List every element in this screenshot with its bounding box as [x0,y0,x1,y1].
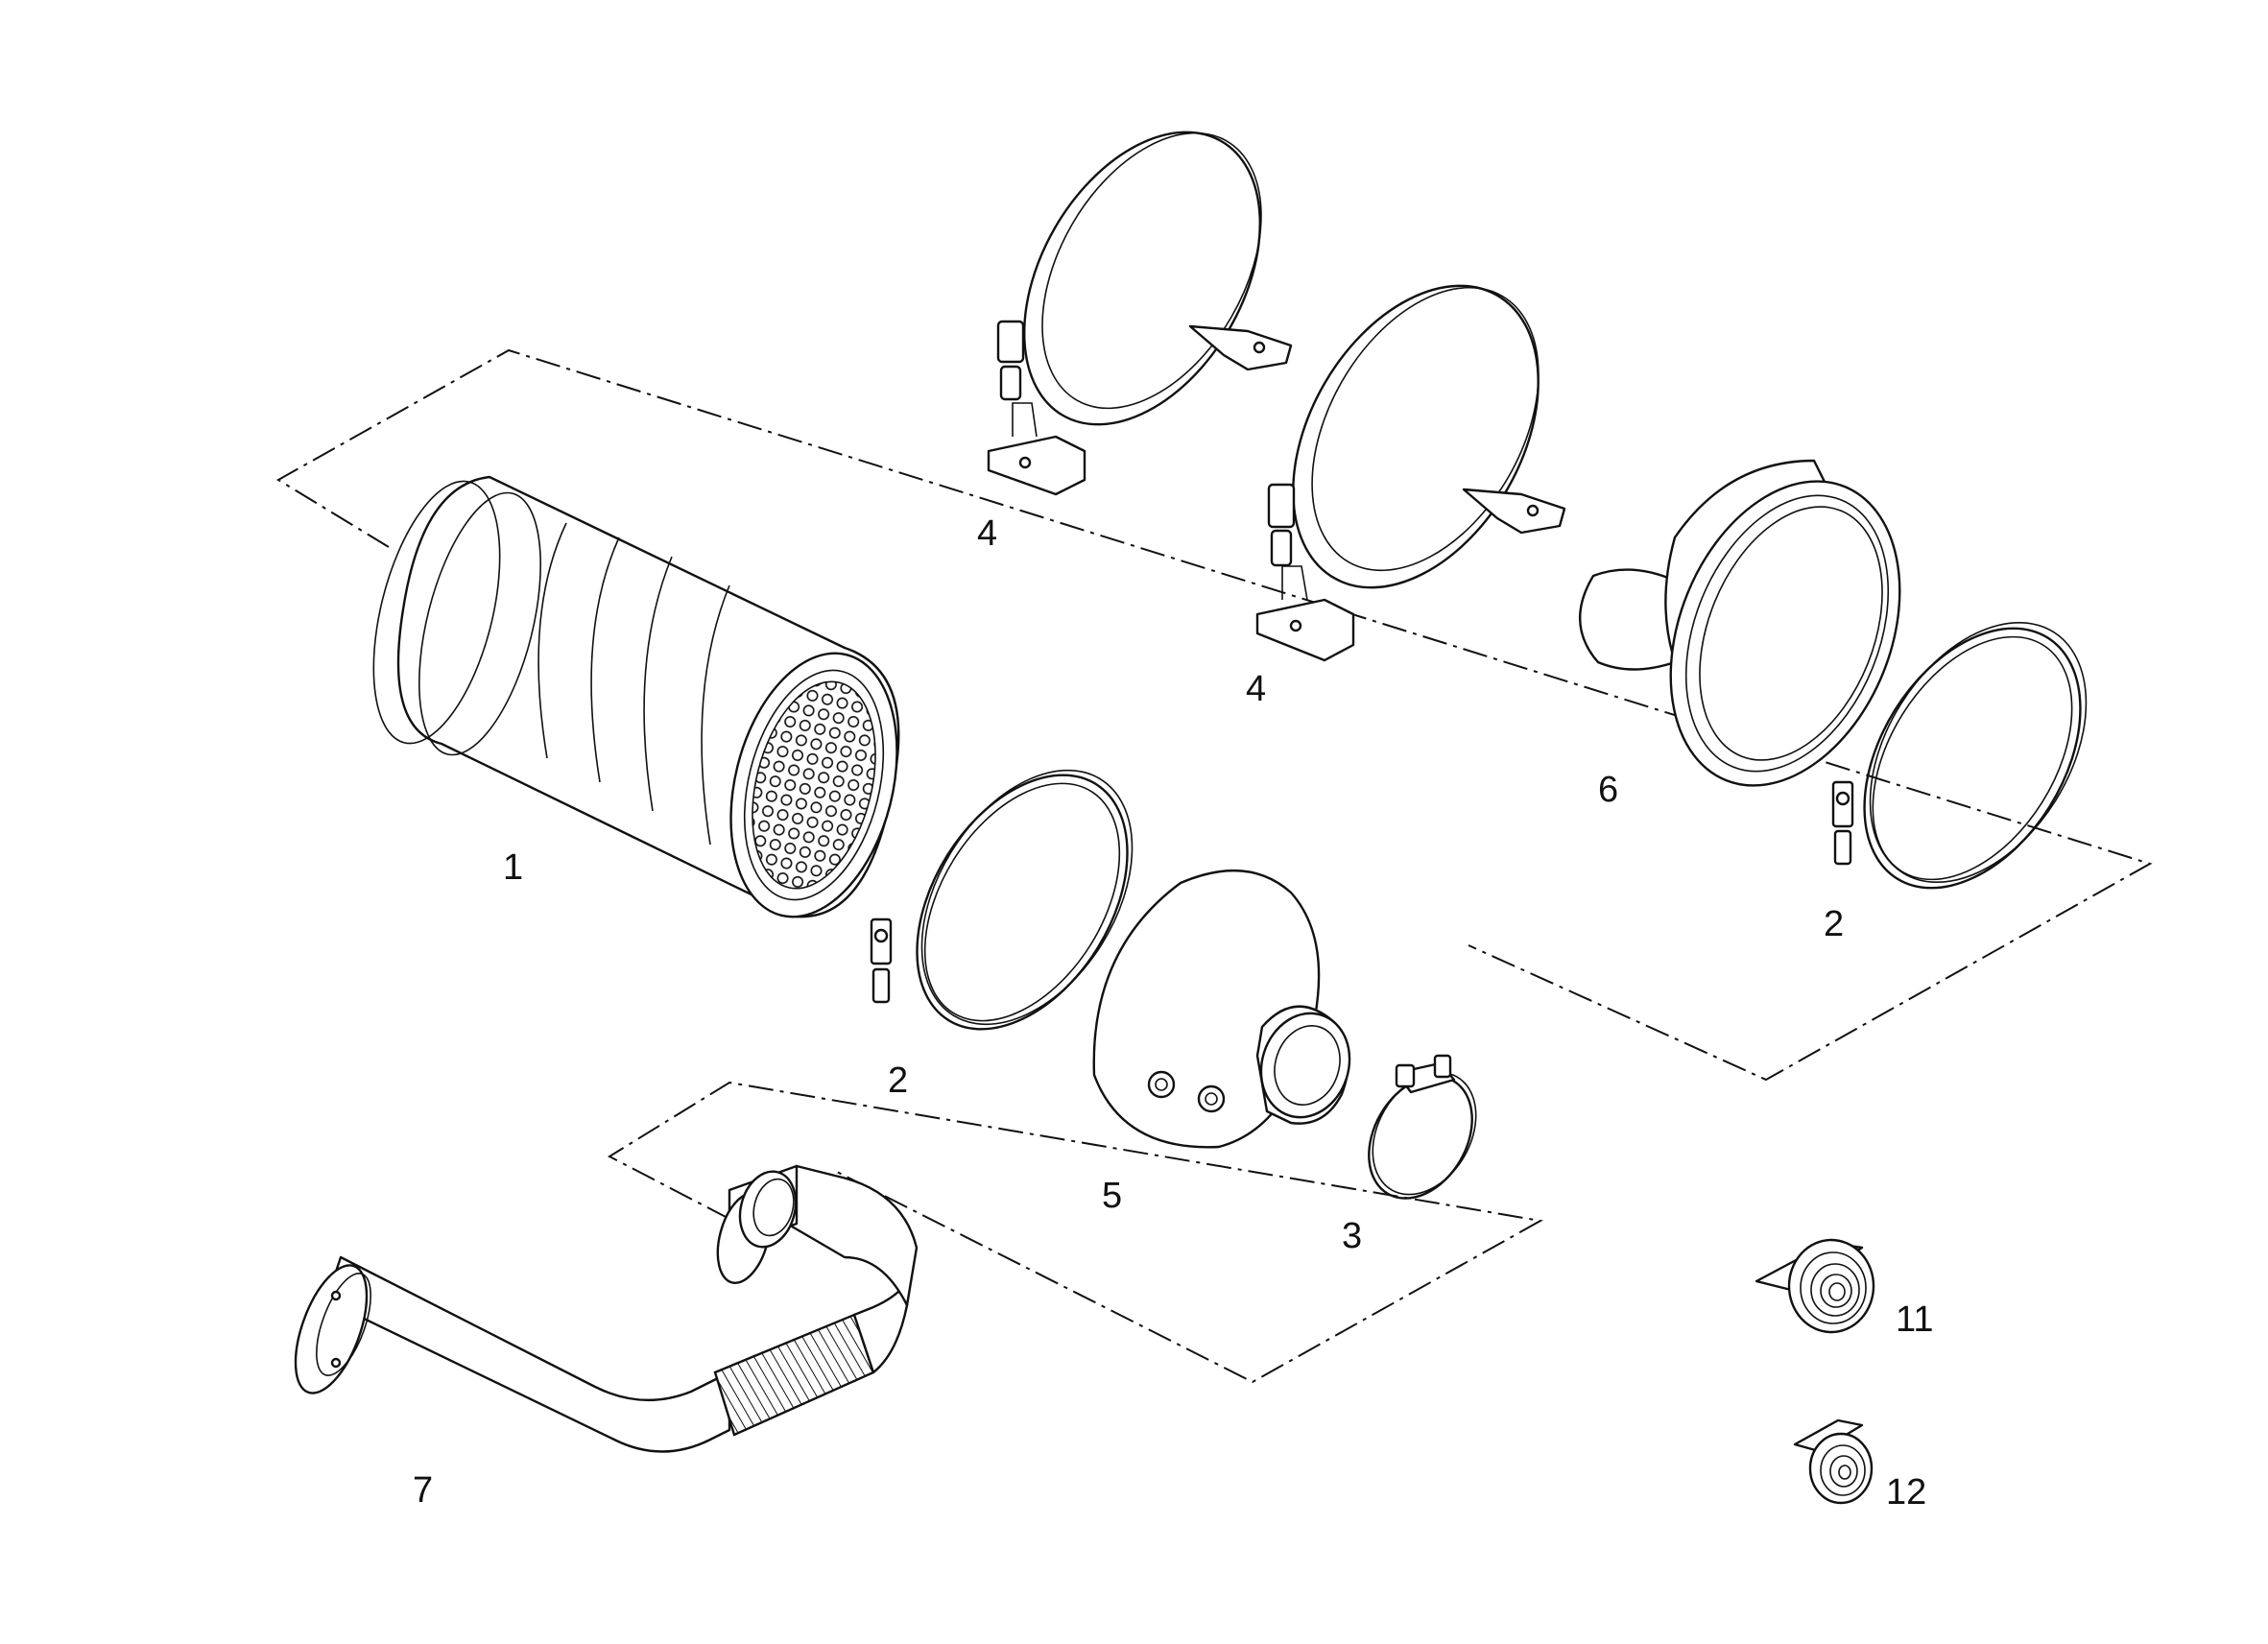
exhaust-pipe [294,1164,919,1453]
callout-part-7: 7 [413,1470,433,1511]
mounting-bracket-clamp-lower [1255,284,1566,662]
assembly-boundary-main [276,348,2153,1082]
sealing-tape-roll-small [1793,1418,1874,1505]
callout-part-3: 3 [1342,1216,1362,1256]
callout-part-6: 6 [1598,770,1618,810]
band-clamp-right [1831,621,2088,890]
callout-part-11: 11 [1896,1299,1933,1340]
callout-part-2-right: 2 [1824,904,1844,944]
callout-part-4-upper: 4 [977,513,997,554]
pipe-clamp-small [1368,1054,1477,1200]
sealing-tape-roll-large [1755,1238,1875,1334]
mounting-bracket-clamp-upper [987,131,1293,496]
mesh-screen [752,680,876,890]
flex-bellows [713,1313,875,1437]
callout-part-2-left: 2 [888,1060,908,1101]
band-clamp-left [870,769,1134,1031]
callout-part-12: 12 [1886,1472,1926,1513]
callout-part-1: 1 [503,847,523,888]
muffler-body [372,475,900,918]
assembly-boundary-lower [607,1081,1543,1384]
callout-part-4-lower: 4 [1246,669,1266,709]
inlet-cover [1092,869,1351,1149]
callout-part-5: 5 [1102,1176,1122,1216]
end-cap-outlet [1578,459,1901,787]
